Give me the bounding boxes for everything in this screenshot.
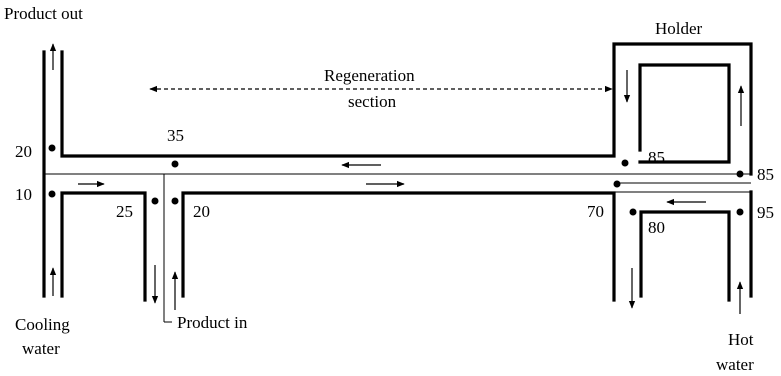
point-heater-in bbox=[613, 180, 621, 188]
temp-regen-top: 35 bbox=[167, 126, 184, 145]
temp-holder-out: 85 bbox=[648, 148, 665, 167]
temp-hot-water-in: 95 bbox=[757, 203, 774, 222]
plate-lines bbox=[44, 173, 751, 323]
pipe-heater-return bbox=[639, 210, 731, 302]
temp-heater-product-out: 85 bbox=[757, 165, 774, 184]
temperature-values: 20 10 35 25 20 70 85 85 95 80 bbox=[15, 126, 774, 237]
point-product-out bbox=[48, 144, 56, 152]
temp-heater-in: 70 bbox=[587, 202, 604, 221]
point-product-in bbox=[171, 197, 179, 205]
temp-product-in: 20 bbox=[193, 202, 210, 221]
temp-cooling-in: 10 bbox=[15, 185, 32, 204]
point-heater-return bbox=[629, 208, 637, 216]
point-hot-water-in bbox=[736, 208, 744, 216]
pipe-holder-inner bbox=[638, 63, 731, 164]
temp-product-out: 20 bbox=[15, 142, 32, 161]
label-product-in: Product in bbox=[177, 313, 248, 332]
point-holder-out bbox=[621, 159, 629, 167]
label-hot-water: water bbox=[716, 355, 754, 374]
label-cooling-water: water bbox=[22, 339, 60, 358]
pipe-cooling-in bbox=[60, 191, 147, 302]
pipe-product-out-inner bbox=[60, 42, 753, 176]
labels: Product out Holder Regeneration section … bbox=[4, 4, 754, 374]
temp-cooling-return: 25 bbox=[116, 202, 133, 221]
point-cooling-in bbox=[48, 190, 56, 198]
point-cooling-return bbox=[151, 197, 159, 205]
label-product-out: Product out bbox=[4, 4, 83, 23]
label-hot: Hot bbox=[728, 330, 754, 349]
flow-arrows bbox=[49, 43, 745, 314]
pipe-product-in bbox=[181, 191, 616, 302]
point-heater-product-out bbox=[736, 170, 744, 178]
label-cooling: Cooling bbox=[15, 315, 70, 334]
pipe-network bbox=[42, 42, 753, 302]
label-section: section bbox=[348, 92, 397, 111]
measurement-points bbox=[48, 144, 744, 216]
temp-hot-water-out: 80 bbox=[648, 218, 665, 237]
label-regeneration: Regeneration bbox=[324, 66, 415, 85]
label-holder: Holder bbox=[655, 19, 703, 38]
point-regen-top bbox=[171, 160, 179, 168]
